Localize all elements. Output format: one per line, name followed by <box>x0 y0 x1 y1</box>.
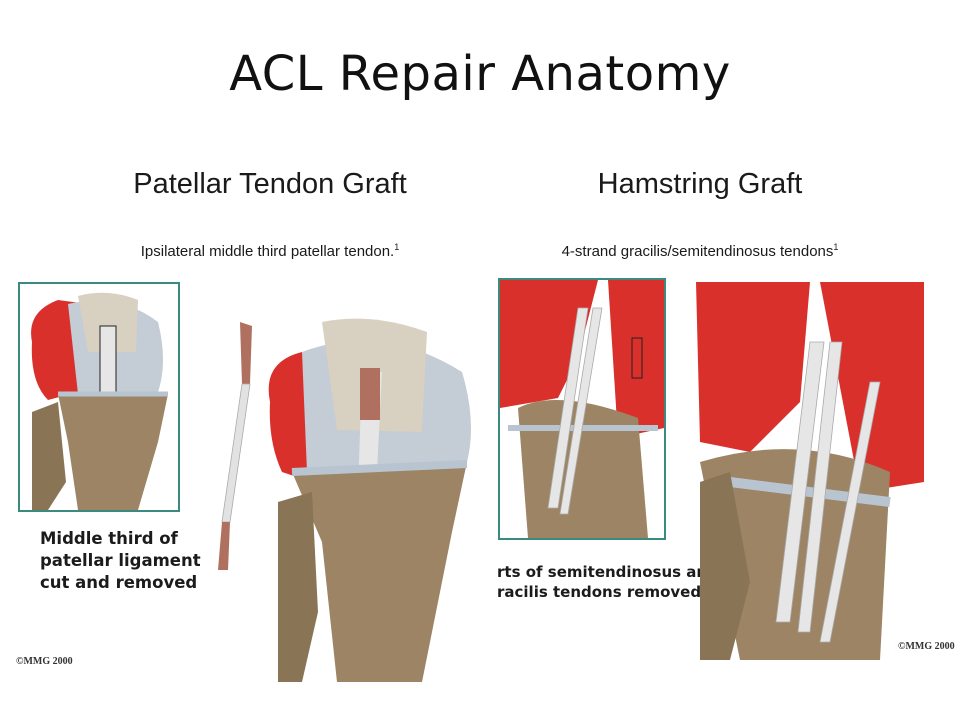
hamstring-caption-line-1: rts of semitendinosus and <box>497 563 717 581</box>
hamstring-copyright: ©MMG 2000 <box>898 641 955 652</box>
patellar-copyright: ©MMG 2000 <box>16 656 73 667</box>
hamstring-subtitle-ref: 1 <box>833 242 839 252</box>
slide-title: ACL Repair Anatomy <box>229 46 731 102</box>
hamstring-knee-illustration <box>696 282 924 660</box>
patellar-subtitle-text: Ipsilateral middle third patellar tendon… <box>140 243 395 260</box>
hamstring-inset-illustration <box>498 278 666 540</box>
patellar-knee-illustration <box>268 318 471 682</box>
patellar-inset-illustration <box>18 282 180 512</box>
patellar-subtitle: Ipsilateral middle third patellar tendon… <box>60 242 480 260</box>
hamstring-caption: rts of semitendinosus and racilis tendon… <box>497 562 717 602</box>
patellar-heading: Patellar Tendon Graft <box>133 168 407 200</box>
graft-strip-illustration <box>218 322 252 570</box>
hamstring-caption-line-2: racilis tendons removed <box>497 583 702 601</box>
patellar-caption-line-1: Middle third of <box>40 529 178 548</box>
patellar-caption-line-2: patellar ligament <box>40 551 201 570</box>
patellar-subtitle-ref: 1 <box>394 242 400 252</box>
hamstring-subtitle: 4-strand gracilis/semitendinosus tendons… <box>480 242 920 260</box>
hamstring-subtitle-text: 4-strand gracilis/semitendinosus tendons <box>561 243 834 260</box>
hamstring-heading: Hamstring Graft <box>597 168 803 200</box>
patellar-caption: Middle third of patellar ligament cut an… <box>40 528 215 594</box>
patellar-caption-line-3: cut and removed <box>40 573 198 592</box>
